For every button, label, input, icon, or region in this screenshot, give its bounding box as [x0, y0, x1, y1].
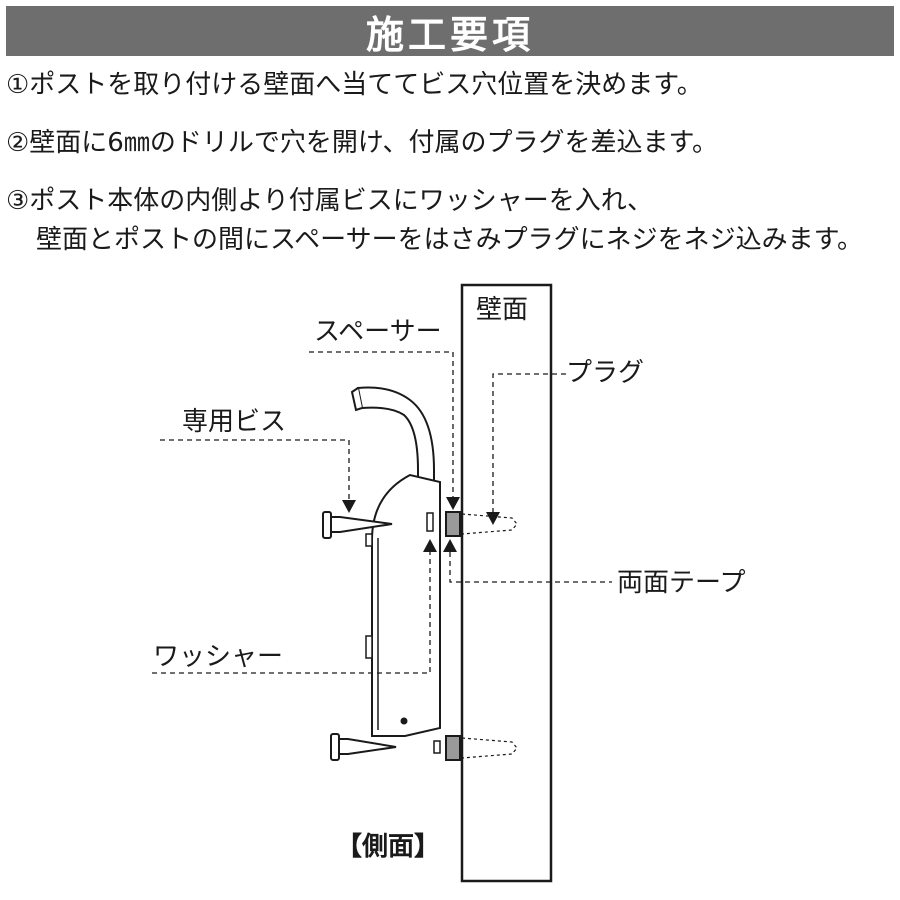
wall [460, 283, 553, 883]
spacer-arrow [446, 497, 460, 510]
post-body [371, 473, 441, 737]
washer-label: ワッシャー [153, 642, 283, 672]
washer-leader [152, 552, 431, 674]
washer-bottom [433, 740, 441, 754]
washer-arrow [423, 539, 437, 552]
screw-arrow [342, 500, 356, 513]
post-hook [350, 386, 435, 489]
spacer-label: スペーサー [314, 317, 442, 347]
tape-leader [449, 552, 612, 583]
section-title: 施工要項 [365, 12, 534, 57]
screw-label: 専用ビス [182, 407, 286, 437]
plug-label: プラグ [566, 358, 644, 388]
tape-label: 両面テープ [617, 568, 745, 598]
spacer-top [445, 511, 461, 537]
screw-bottom [330, 733, 397, 761]
section-header: 施工要項 [6, 6, 894, 57]
step-3-continued-text: 壁面とポストの間にスペーサーをはさみプラグにネジをネジ込みます。 [36, 225, 864, 255]
spacer-bottom [445, 735, 461, 761]
post-clip-bottom [365, 635, 373, 659]
wall-label: 壁面 [476, 295, 528, 325]
spacer-leader [309, 351, 454, 497]
side-view-diagram: 壁面 スペーサー プラグ 専用ビス 両面テープ ワッシャー 【側面 [152, 283, 745, 883]
plug-arrow [486, 512, 500, 525]
step-3-text: ③ポスト本体の内側より付属ビスにワッシャーを入れ、 [6, 186, 654, 216]
post-hole [400, 717, 408, 725]
tape-arrow [443, 539, 457, 552]
view-label: 【側面】 [336, 832, 440, 862]
plug-leader [492, 373, 566, 512]
washer-top [426, 512, 434, 532]
step-2-text: ②壁面に6㎜のドリルで穴を開け、付属のプラグを差込ます。 [6, 128, 718, 158]
step-1-text: ①ポストを取り付ける壁面へ当ててビス穴位置を決めます。 [6, 70, 703, 100]
post-clip-top [365, 533, 373, 547]
screw-top [322, 511, 393, 539]
screw-leader [160, 439, 350, 500]
